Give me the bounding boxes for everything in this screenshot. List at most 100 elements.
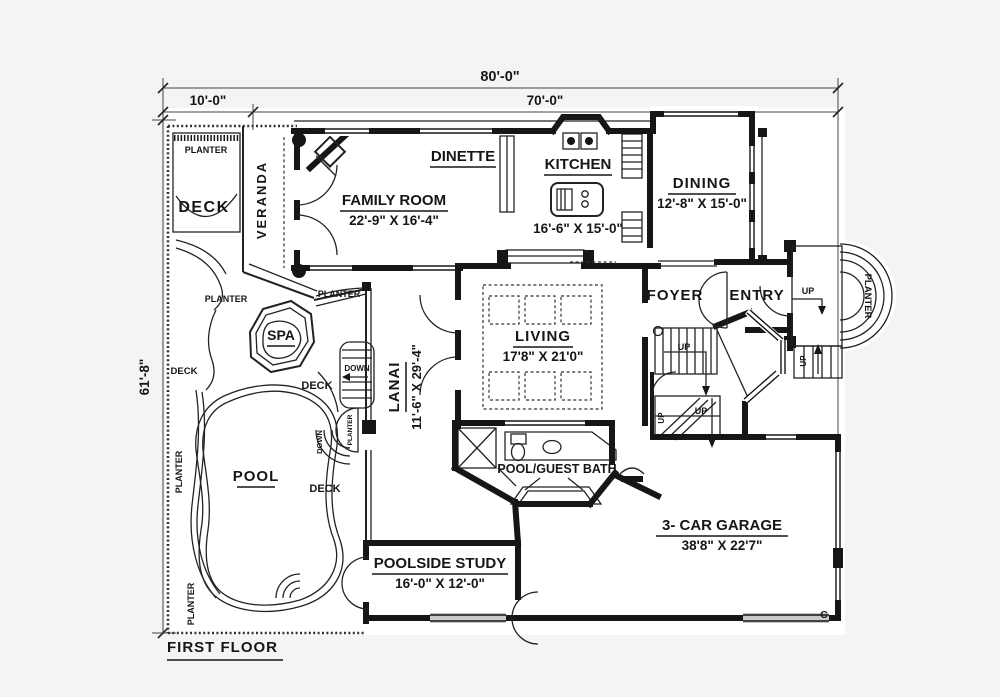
spa-label: SPA	[267, 327, 295, 343]
up-label: UP	[657, 412, 666, 424]
door-arc	[511, 617, 539, 645]
door-arc	[419, 294, 459, 334]
family-room-size: 22'-9" X 16'-4"	[349, 213, 439, 228]
window	[833, 452, 843, 600]
site-boundary	[166, 124, 366, 635]
door-arc	[698, 271, 728, 301]
pool-deck-area	[172, 126, 893, 613]
family-room-label: FAMILY ROOM	[342, 192, 446, 209]
lower-stairs	[654, 395, 721, 448]
window	[310, 263, 352, 272]
entry-door-arc	[759, 285, 791, 317]
down-label: DOWN	[344, 364, 370, 373]
stairs	[315, 325, 843, 465]
overall-depth-dimension: 61'-8"	[137, 359, 152, 396]
window	[413, 263, 455, 272]
window	[766, 432, 796, 442]
window	[747, 146, 757, 172]
entry-porch-slab	[791, 245, 843, 347]
door-arc	[651, 371, 677, 397]
section-marker-c: C	[820, 609, 828, 621]
living-ceiling-grid	[482, 284, 603, 410]
planter-label: PLANTER	[347, 414, 354, 445]
french-door-arc	[341, 582, 369, 610]
curved-steps	[315, 429, 351, 465]
planter-label: PLANTER	[205, 294, 248, 304]
planter-semicircle	[335, 407, 359, 453]
door-arc	[419, 356, 459, 396]
fireplace	[305, 128, 353, 177]
pool-label: POOL	[233, 468, 280, 485]
labels: PLANTER DECK VERANDA FAMILY ROOM 22'-9" …	[167, 145, 873, 661]
deck-label: DECK	[301, 380, 332, 392]
window	[747, 222, 757, 248]
sink	[542, 439, 562, 455]
window	[430, 613, 506, 623]
planter-label: PLANTER	[318, 289, 361, 299]
door-arc	[296, 164, 338, 206]
bath-fixtures	[457, 427, 645, 505]
window	[664, 109, 738, 119]
poolside-study-label: POOLSIDE STUDY	[374, 555, 507, 572]
kitchen-island	[550, 182, 604, 217]
window	[505, 418, 585, 428]
overall-width-dimension: 80'-0"	[480, 69, 519, 85]
vanity	[504, 431, 617, 461]
planter-label: PLANTER	[186, 582, 196, 625]
planter-label: PLANTER	[174, 450, 184, 493]
down-label: DOWN	[315, 430, 324, 454]
fixtures	[305, 128, 645, 505]
up-label: UP	[799, 355, 808, 367]
kitchen-sink	[580, 132, 598, 150]
dinette-label: DINETTE	[431, 148, 495, 165]
deck-label: DECK	[178, 199, 229, 216]
dining-label: DINING	[673, 175, 732, 192]
window	[747, 184, 757, 210]
lanai-post	[362, 420, 376, 434]
kitchen-sink	[562, 132, 580, 150]
door-arc	[296, 214, 338, 256]
dimension-ticks	[157, 82, 844, 639]
up-label: UP	[695, 406, 708, 416]
spa-stairs	[339, 341, 375, 409]
living-size: 17'8" X 21'0"	[503, 349, 584, 364]
planter-label: PLANTER	[862, 274, 873, 319]
veranda-label: VERANDA	[254, 161, 269, 239]
entry-label: ENTRY	[729, 287, 784, 304]
doors	[296, 164, 791, 645]
french-door-arc	[341, 556, 369, 584]
up-label: UP	[802, 286, 815, 296]
living-label: LIVING	[515, 328, 571, 345]
bath-bench	[509, 486, 603, 505]
foyer-label: FOYER	[647, 287, 704, 304]
pool-outline	[195, 384, 344, 613]
pool-guest-bath-label: POOL/GUEST BATH	[497, 462, 616, 476]
deck-label: DECK	[171, 366, 198, 377]
garage-label: 3- CAR GARAGE	[662, 517, 782, 534]
entry-up-arrow	[792, 298, 826, 315]
kitchen-label: KITCHEN	[545, 156, 612, 173]
window	[420, 126, 492, 136]
foyer-stairs	[652, 325, 751, 403]
toilet	[510, 442, 526, 462]
lanai-size: 11'-6" X 29'-4"	[409, 344, 424, 430]
lanai-label: LANAI	[386, 362, 403, 413]
entry-curved-planter	[839, 243, 893, 349]
planter-box-top-left	[172, 132, 241, 233]
kitchen-size: 16'-6" X 15'-0"	[533, 221, 623, 236]
garage-size: 38'8" X 22'7"	[682, 538, 763, 553]
left-segment-dimension: 10'-0"	[190, 93, 227, 108]
up-label: UP	[678, 342, 691, 352]
main-segment-dimension: 70'-0"	[527, 93, 564, 108]
door-arc	[511, 591, 539, 619]
kitchen-counter	[621, 211, 643, 243]
planter-label: PLANTER	[185, 145, 228, 155]
lanai-post	[362, 282, 371, 291]
window	[743, 613, 829, 623]
door-arc	[698, 299, 728, 329]
spa-shape	[248, 299, 316, 374]
windows	[310, 109, 843, 623]
dining-size: 12'-8" X 15'-0"	[657, 196, 747, 211]
